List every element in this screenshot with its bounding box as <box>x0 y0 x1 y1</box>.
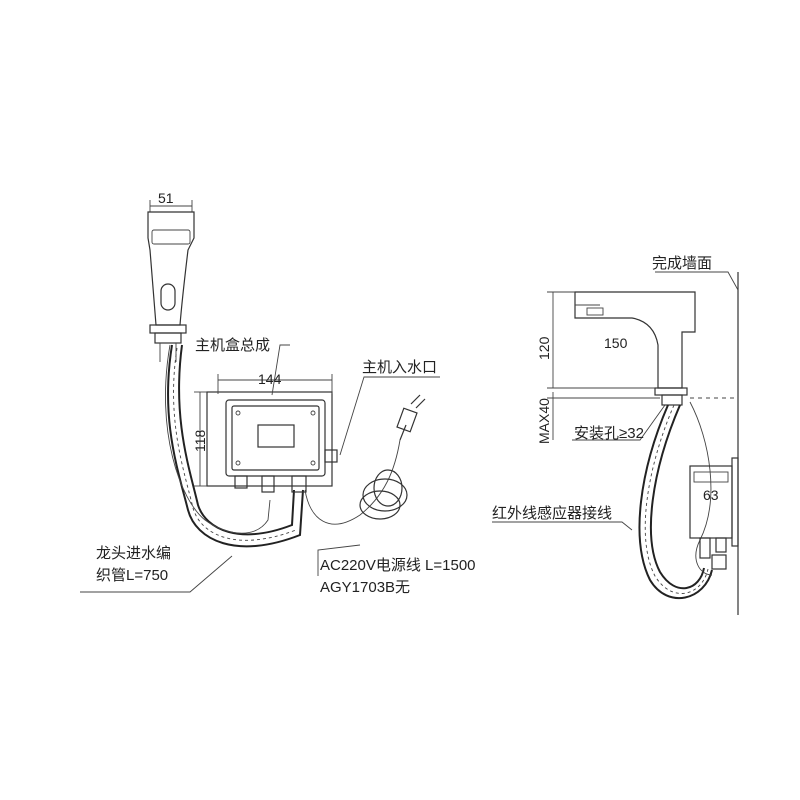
main-control-box <box>206 391 338 493</box>
box-height-label: 118 <box>192 429 208 452</box>
label-power-line2: AGY1703B无 <box>320 579 410 596</box>
box-width-dimension <box>217 374 333 394</box>
label-main-water-inlet: 主机入水口 <box>362 359 437 376</box>
sensor-wire-right <box>689 401 713 576</box>
sensor-wire-left <box>165 344 271 534</box>
box-display-window <box>257 424 295 448</box>
finished-wall <box>655 271 739 615</box>
label-power-line1: AC220V电源线 L=1500 <box>320 557 476 574</box>
side-height-dimension <box>547 291 655 389</box>
braided-hose-left <box>167 344 304 548</box>
leader-hose <box>80 555 233 593</box>
leader-main-box <box>271 344 290 396</box>
side-length-label: 150 <box>604 335 628 351</box>
max-deck-dimension <box>547 392 660 440</box>
label-hose-line2: 织管L=750 <box>96 567 168 584</box>
leader-mount-hole <box>572 404 666 441</box>
box-height-dimension <box>194 391 207 487</box>
label-ir-sensor-wire: 红外线感应器接线 <box>492 504 612 522</box>
power-cord <box>304 394 426 525</box>
faucet-front-view <box>147 211 195 362</box>
braided-hose-right <box>638 404 713 599</box>
leader-power-cord <box>317 544 361 576</box>
box-width-label: 144 <box>258 371 282 387</box>
sensor-window-icon <box>160 283 176 311</box>
label-main-box-assembly: 主机盒总成 <box>195 337 270 354</box>
max-deck-label: MAX40 <box>536 398 552 444</box>
faucet-width-label: 51 <box>158 190 174 206</box>
label-finished-wall: 完成墙面 <box>652 255 712 272</box>
side-height-label: 120 <box>536 336 552 360</box>
label-hose-line1: 龙头进水编 <box>96 545 171 562</box>
power-plug-icon <box>396 407 418 433</box>
water-inlet-fitting <box>324 449 338 463</box>
side-control-box <box>689 457 739 570</box>
leader-water-inlet <box>339 376 440 456</box>
sensor-box-label: 63 <box>703 487 719 503</box>
faucet-side-view <box>574 291 696 406</box>
label-mount-hole: 安装孔≥32 <box>574 425 644 442</box>
faucet-width-dimension <box>149 200 193 212</box>
leader-ir-sensor <box>492 521 633 531</box>
